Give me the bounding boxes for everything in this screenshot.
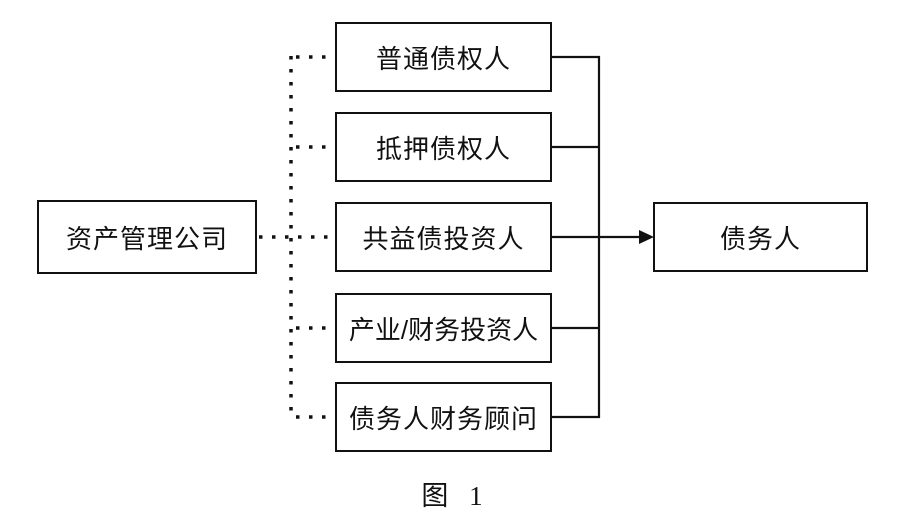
node-industrial-financial-investors: 产业/财务投资人 [335, 293, 552, 363]
node-debtor-financial-advisor: 债务人财务顾问 [335, 382, 552, 452]
node-debtor: 债务人 [653, 202, 868, 272]
node-common-benefit-debt-investors: 共益债投资人 [335, 202, 552, 272]
arrow-head [639, 230, 654, 244]
solid-links [552, 55, 641, 419]
figure-caption: 图 1 [421, 481, 483, 511]
dotted-links [259, 55, 334, 419]
node-ordinary-creditors: 普通债权人 [335, 22, 552, 92]
node-asset-management-company: 资产管理公司 [37, 200, 257, 274]
node-secured-creditors: 抵押债权人 [335, 112, 552, 182]
